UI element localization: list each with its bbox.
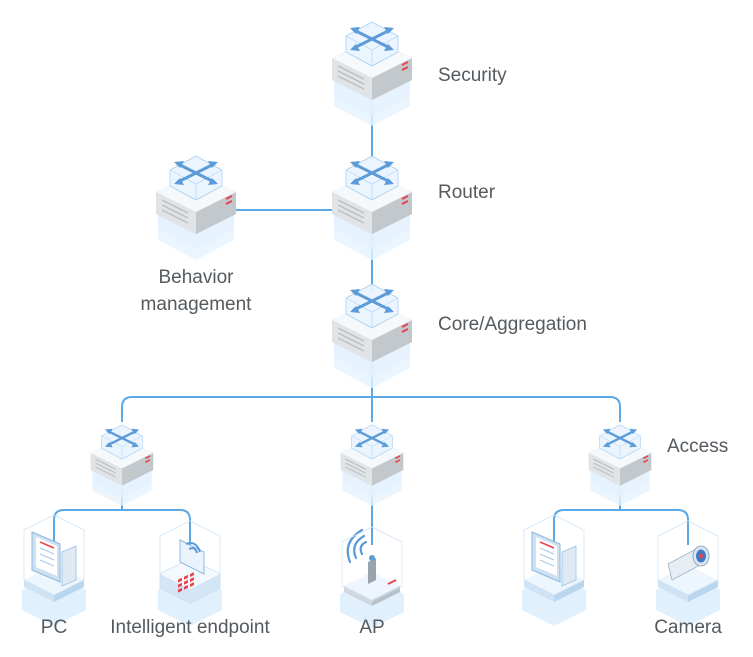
label-behavior-line1: Behavior (158, 267, 234, 288)
label-ap: AP (359, 617, 385, 638)
access-switch-center-icon (339, 423, 405, 508)
access-switch-right-icon (587, 423, 653, 508)
access-switch-left-icon (89, 423, 155, 508)
label-intelligent-endpoint: Intelligent endpoint (110, 617, 270, 638)
security-device-icon (330, 20, 414, 128)
label-core-aggregation: Core/Aggregation (438, 314, 587, 335)
label-access: Access (667, 436, 729, 457)
link-access-bus (121, 396, 621, 422)
behavior-management-device-icon (154, 154, 238, 262)
label-behavior-line2: management (140, 294, 252, 315)
label-camera: Camera (654, 617, 722, 638)
core-aggregation-device-icon (330, 282, 414, 390)
label-pc: PC (40, 617, 68, 638)
label-router: Router (438, 182, 496, 203)
router-device-icon (330, 154, 414, 262)
label-security: Security (438, 65, 507, 86)
